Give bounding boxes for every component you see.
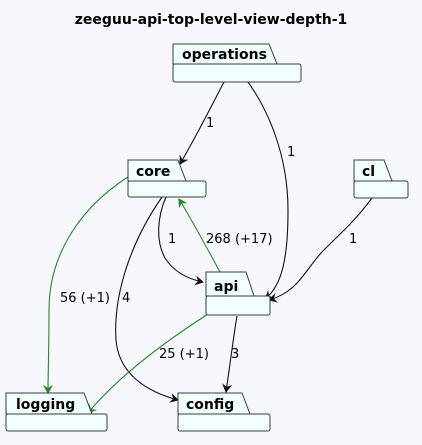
package-cl-label: cl [362, 164, 375, 180]
package-api-label: api [214, 279, 238, 295]
edge-cl-api [268, 197, 373, 303]
package-config[interactable]: config [177, 392, 271, 432]
edge-label-core-logging: 56 (+1) [60, 291, 110, 306]
package-logging-label: logging [16, 397, 75, 413]
edge-core-config [115, 196, 179, 403]
edge-label-core-api: 1 [168, 232, 176, 247]
edge-label-operations-core: 1 [206, 116, 214, 131]
package-logging[interactable]: logging [5, 392, 108, 432]
package-logging-body [5, 413, 108, 432]
package-operations-label: operations [182, 47, 267, 63]
diagram-title: zeeguu-api-top-level-view-depth-1 [75, 12, 348, 28]
edge-label-core-config: 4 [122, 291, 130, 306]
edge-api-logging [87, 313, 209, 414]
package-config-label: config [186, 397, 234, 413]
package-core-body [127, 180, 207, 198]
edge-label-cl-api: 1 [349, 232, 357, 247]
package-cl-body [353, 180, 409, 199]
package-operations-body [172, 63, 302, 83]
package-cl[interactable]: cl [353, 159, 409, 199]
edge-api-config [222, 315, 238, 393]
edge-operations-core [179, 81, 225, 165]
edge-label-api-core: 268 (+17) [206, 232, 273, 247]
edge-core-logging [43, 171, 137, 394]
edge-core-api [158, 196, 204, 286]
package-api[interactable]: api [205, 271, 271, 316]
package-operations[interactable]: operations [172, 43, 302, 83]
edge-label-operations-api: 1 [287, 145, 295, 160]
edge-label-api-config: 3 [231, 347, 239, 362]
package-config-body [177, 413, 271, 432]
package-core[interactable]: core [127, 159, 207, 198]
package-api-body [205, 295, 271, 316]
edges: 1 1 1 1 268 (+17) 56 (+1) 4 25 (+1) 3 [43, 81, 373, 414]
package-core-label: core [136, 164, 170, 180]
edge-label-api-logging: 25 (+1) [159, 347, 209, 362]
edge-operations-api [247, 81, 289, 300]
packages: operations core cl api logging [5, 43, 409, 432]
edge-api-core [178, 198, 221, 273]
